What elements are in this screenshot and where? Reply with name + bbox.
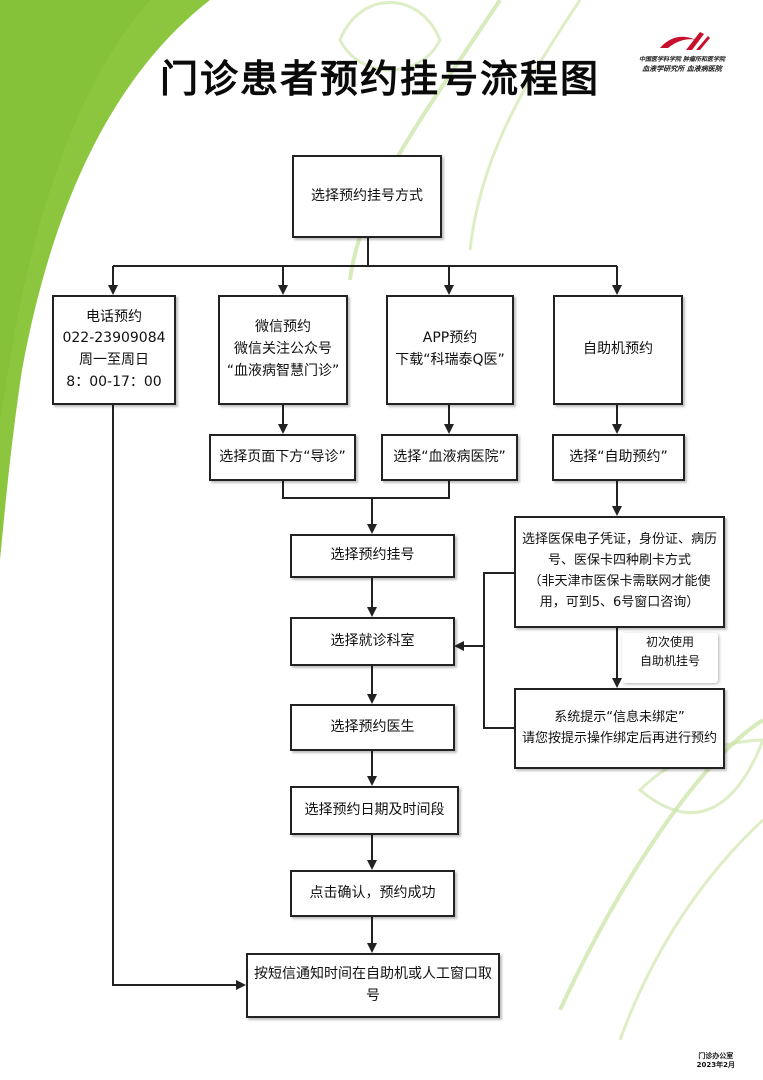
box-pick-up-number: 按短信通知时间在自助机或人工窗口取号 [246,953,500,1018]
box-phone-booking: 电话预约 022-23909084 周一至周日 8：00-17：00 [52,295,176,405]
logo-text-line2: 血液学研究所 血液病医院 [642,64,722,73]
box-kiosk-step: 选择“自助预约” [552,434,685,481]
box-app-booking: APP预约 下载“科瑞泰Q医” [386,295,514,405]
box-app-step: 选择“血液病医院” [381,434,518,481]
box-select-datetime: 选择预约日期及时间段 [290,786,459,835]
box-select-method: 选择预约挂号方式 [292,155,442,238]
box-wechat-step: 选择页面下方“导诊” [209,434,356,481]
box-select-doctor: 选择预约医生 [290,704,455,751]
box-select-registration: 选择预约挂号 [290,534,455,578]
footer-office-date: 门诊办公室 2023年2月 [696,1051,735,1069]
page-title: 门诊患者预约挂号流程图 [159,56,600,101]
first-time-kiosk-note: 初次使用 自助机挂号 [622,633,718,683]
box-wechat-booking: 微信预约 微信关注公众号 “血液病智慧门诊” [218,295,348,405]
hospital-logo: 中国医学科学院 肿瘤所和医学院 血液学研究所 血液病医院 [612,30,752,80]
box-select-department: 选择就诊科室 [290,617,455,666]
box-unbound-info: 系统提示“信息未绑定” 请您按提示操作绑定后再进行预约 [514,688,725,769]
logo-mark-icon [660,32,710,50]
logo-text-line1: 中国医学科学院 肿瘤所和医学院 [638,56,726,63]
box-card-methods: 选择医保电子凭证，身份证、病历 号、医保卡四种刷卡方式 （非天津市医保卡需联网才… [514,516,725,628]
box-kiosk-booking: 自助机预约 [553,295,683,405]
box-confirm-booking: 点击确认，预约成功 [290,870,455,917]
